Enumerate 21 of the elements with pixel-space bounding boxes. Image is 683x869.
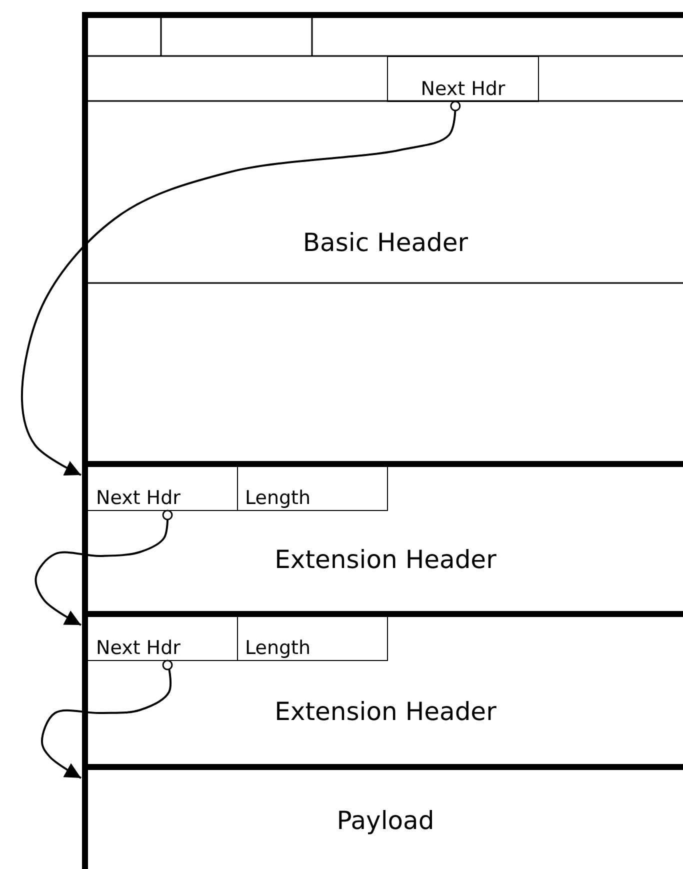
section-label: Basic Header — [302, 228, 470, 258]
header-field — [387, 56, 539, 102]
header-section — [82, 764, 683, 869]
header-field — [237, 467, 388, 511]
field-label: Length — [245, 487, 311, 510]
header-field — [237, 617, 388, 661]
field-label: Next Hdr — [96, 637, 180, 660]
section-label: Payload — [336, 806, 436, 836]
pointer-arrow — [21, 100, 461, 476]
field-label: Length — [245, 637, 311, 660]
pointer-arrow — [41, 660, 173, 779]
header-section — [82, 12, 683, 463]
header-field — [88, 467, 238, 511]
section-label: Extension Header — [274, 697, 498, 727]
header-section — [82, 611, 683, 764]
field-label: Next Hdr — [96, 487, 180, 510]
header-field — [88, 617, 238, 661]
section-label: Extension Header — [274, 545, 498, 575]
pointer-arrow — [34, 510, 173, 626]
header-section — [82, 461, 683, 613]
field-label: Next Hdr — [420, 78, 506, 101]
